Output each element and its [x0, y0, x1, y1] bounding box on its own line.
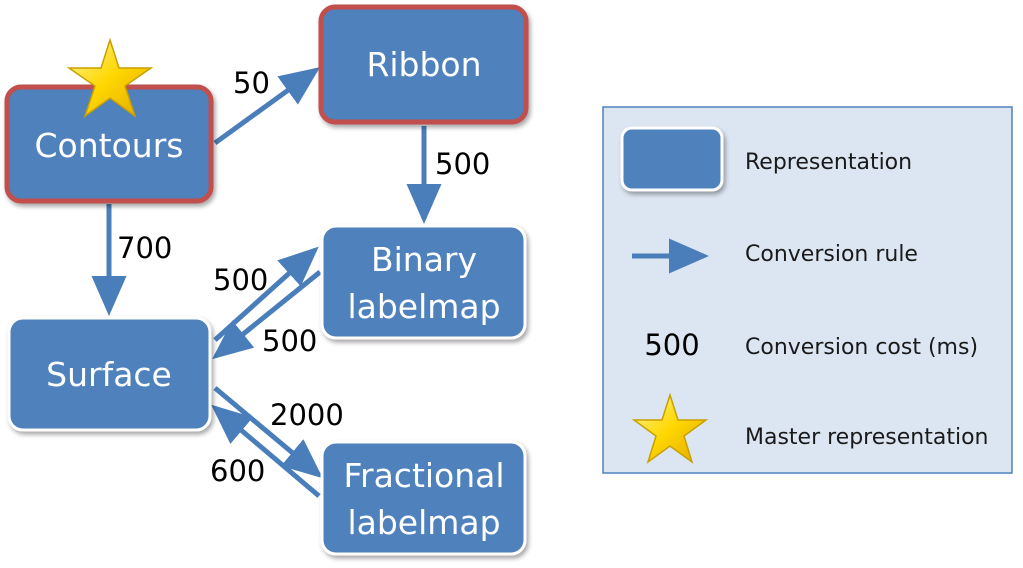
cost-binary-to-surface: 500	[262, 324, 317, 358]
node-ribbon-box	[318, 4, 529, 125]
legend: Representation Conversion rule 500 Conve…	[602, 106, 1013, 474]
legend-star-icon	[631, 392, 709, 464]
node-surface-label: Surface	[46, 355, 172, 394]
cost-ribbon-to-binary: 500	[435, 147, 490, 181]
node-contours-label: Contours	[35, 126, 184, 165]
arrow-contours-to-ribbon	[213, 67, 321, 146]
node-ribbon-label: Ribbon	[366, 45, 481, 84]
cost-surface-to-fractional: 2000	[270, 398, 344, 432]
master-star-icon	[66, 37, 154, 118]
legend-representation-swatch	[620, 126, 724, 192]
node-binary-label-line1: Binary	[371, 240, 477, 279]
node-binary-label-line2: labelmap	[347, 287, 500, 326]
node-fractional	[320, 440, 527, 556]
node-ribbon	[318, 4, 529, 125]
arrow-binary-to-surface	[212, 270, 322, 360]
cost-contours-to-surface: 700	[117, 231, 172, 265]
cost-surface-to-binary: 500	[213, 263, 268, 297]
legend-representation-label: Representation	[745, 150, 912, 175]
cost-fractional-to-surface: 600	[210, 454, 265, 488]
node-fractional-label-line2: labelmap	[347, 503, 500, 542]
legend-cost-example: 500	[644, 328, 699, 362]
legend-master-representation-label: Master representation	[745, 425, 988, 450]
node-fractional-label-line1: Fractional	[343, 456, 504, 495]
node-surface	[7, 316, 212, 432]
cost-contours-to-ribbon: 50	[233, 66, 270, 100]
arrows	[91, 67, 442, 498]
arrow-surface-to-fractional	[213, 386, 323, 479]
legend-conversion-cost-label: Conversion cost (ms)	[745, 335, 978, 360]
node-fractional-box	[320, 440, 527, 556]
legend-conversion-rule-label: Conversion rule	[745, 242, 918, 267]
node-binary	[320, 224, 527, 340]
arrow-fractional-to-surface	[211, 404, 321, 498]
node-binary-box	[320, 224, 527, 340]
node-surface-box	[7, 316, 212, 432]
